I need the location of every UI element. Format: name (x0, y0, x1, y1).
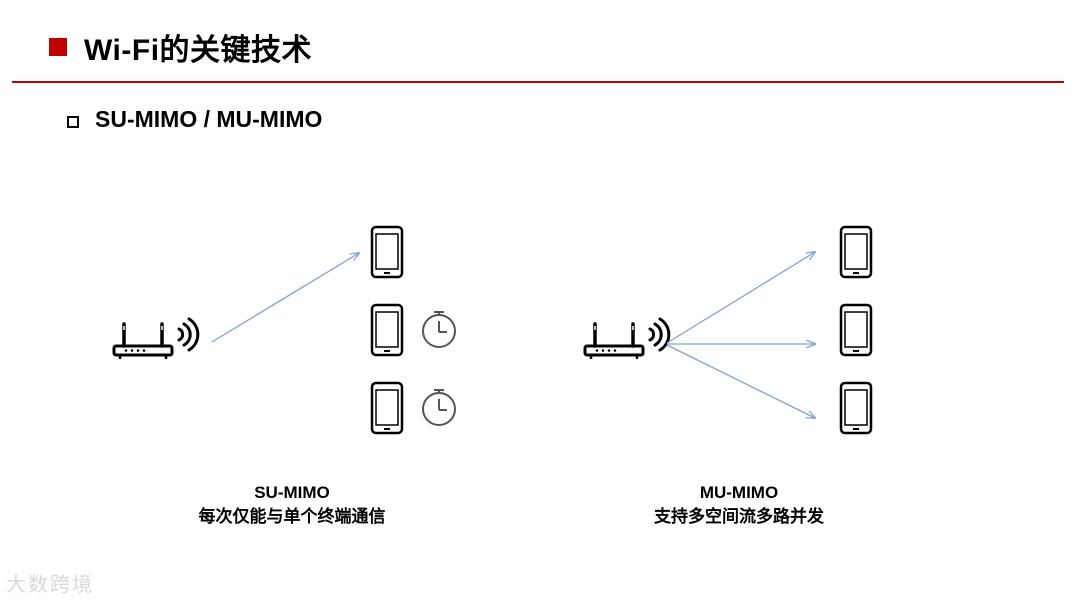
su-phone-icon-active (370, 225, 404, 279)
su-signal-arrow (211, 253, 359, 343)
mu-mimo-name: MU-MIMO (699, 483, 779, 502)
stopwatch-icon (422, 311, 456, 348)
title-divider (12, 81, 1064, 83)
section-subtitle: SU-MIMO / MU-MIMO (95, 106, 323, 132)
su-phone-icon-waiting (370, 303, 404, 357)
mu-mimo-description: 支持多空间流多路并发 (654, 507, 824, 526)
mu-router-icon (583, 317, 671, 361)
mu-phone-icon (839, 303, 873, 357)
stopwatch-icon (422, 389, 456, 426)
mu-mimo-caption: MU-MIMO 支持多空间流多路并发 (579, 481, 899, 529)
su-mimo-name: SU-MIMO (254, 483, 330, 502)
title-bullet (49, 38, 67, 56)
subtitle-bullet (67, 116, 79, 128)
su-router-icon (112, 317, 200, 361)
mu-phone-icon (839, 225, 873, 279)
su-mimo-description: 每次仅能与单个终端通信 (198, 507, 386, 526)
su-phone-icon-waiting (370, 381, 404, 435)
mu-phone-icon (839, 381, 873, 435)
page-title: Wi-Fi的关键技术 (84, 34, 313, 67)
mu-signal-arrow (666, 252, 815, 344)
watermark: 大数跨境 (6, 574, 94, 596)
mu-signal-arrow (666, 344, 815, 418)
su-mimo-caption: SU-MIMO 每次仅能与单个终端通信 (132, 481, 452, 529)
